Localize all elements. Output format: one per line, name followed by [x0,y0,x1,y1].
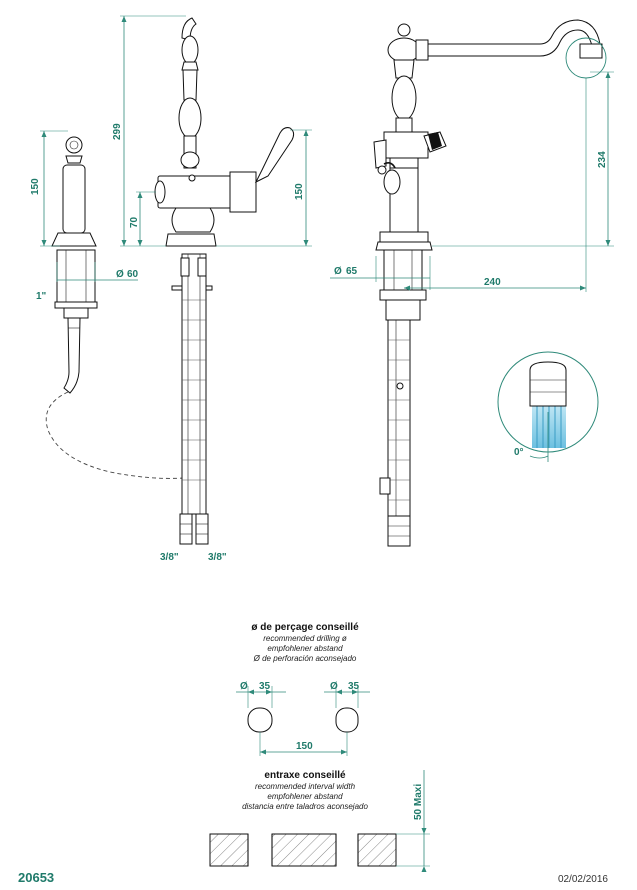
product-code: 20653 [18,870,54,885]
hose-right-thread-label: 3/8" [208,552,227,563]
interval-line-1: recommended interval width [255,782,356,791]
diameter-symbol: Ø [116,269,124,280]
mixer-front-view: 299 70 150 3/8" 3/8" [112,15,312,563]
base-diameter-symbol: Ø [334,266,342,277]
interval-line-2: empfohlener abstand [267,792,343,801]
hole-right-diameter: 35 [348,681,360,692]
drilling-line-3: Ø de perforación aconsejado [253,654,357,663]
base-diameter-dimension: 65 [346,266,358,277]
drawing-date: 02/02/2016 [558,874,608,885]
max-thickness-dimension: 50 Maxi [413,784,424,820]
outlet-height-dimension: 234 [597,151,608,168]
interval-diagram: entraxe conseillé recommended interval w… [209,770,430,872]
interval-title: entraxe conseillé [264,770,346,781]
reach-dimension: 240 [484,277,501,288]
hole-left-diameter-symbol: Ø [240,681,248,692]
drilling-diagram: ø de perçage conseillé recommended drill… [236,622,370,756]
lever-height-dimension: 150 [294,183,305,200]
hose-left-thread-label: 3/8" [160,552,179,563]
hole-left-diameter: 35 [259,681,271,692]
spray-diameter-dimension: 60 [127,269,139,280]
interval-line-3: distancia entre taladros aconsejado [242,802,368,811]
spout-total-height-dimension: 299 [112,123,123,140]
drilling-line-2: empfohlener abstand [267,644,343,653]
spray-height-dimension: 150 [30,178,41,195]
hole-right-diameter-symbol: Ø [330,681,338,692]
spray-thread-label: 1" [36,291,47,302]
drilling-title: ø de perçage conseillé [251,622,359,633]
drilling-line-1: recommended drilling ø [263,634,347,643]
hole-spacing-dimension: 150 [296,741,313,752]
aerator-angle-label: 0° [514,447,524,458]
side-spray-view: 150 Ø 60 1" [30,130,185,479]
mixer-side-view: Ø 65 240 234 0° [330,19,614,547]
body-height-dimension: 70 [129,216,140,228]
